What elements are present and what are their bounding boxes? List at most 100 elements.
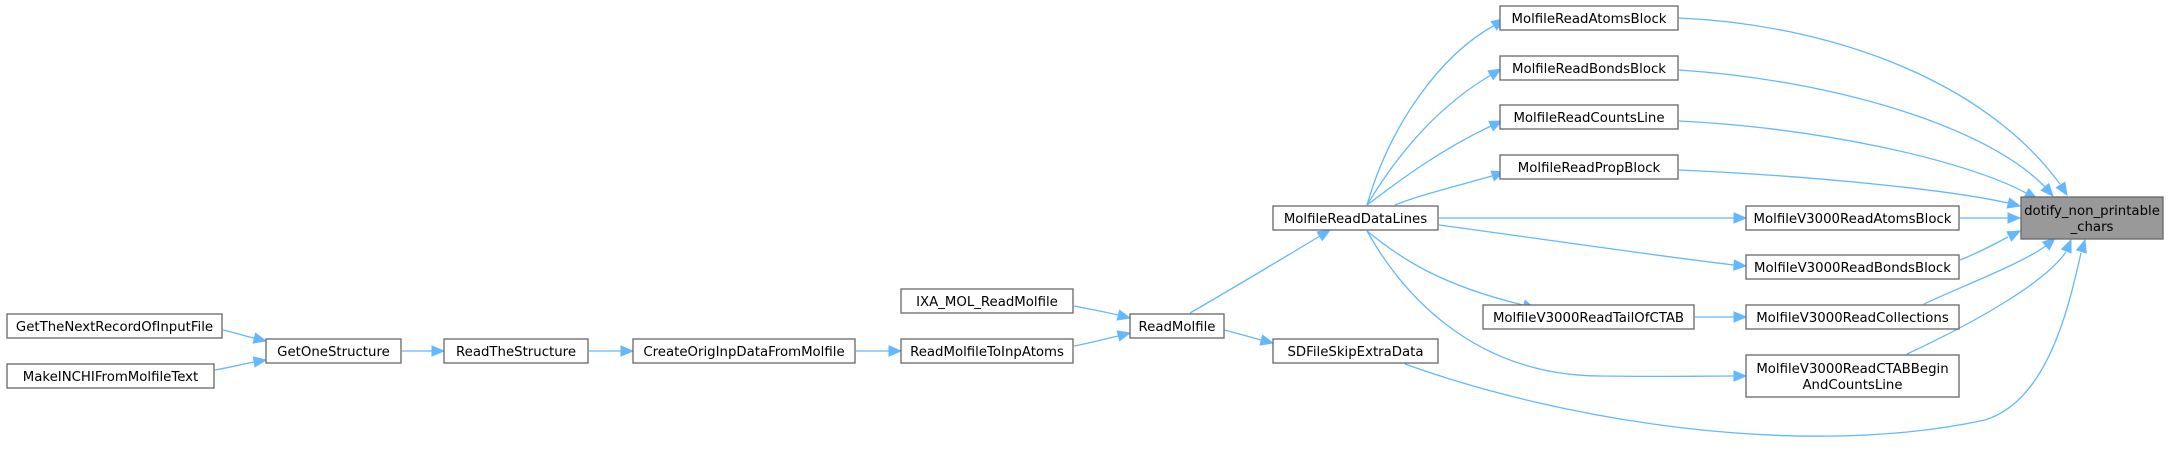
node-sdskip[interactable]: SDFileSkipExtraData: [1272, 338, 1439, 364]
node-ixa[interactable]: IXA_MOL_ReadMolfile: [900, 288, 1074, 314]
node-box: [1745, 205, 1960, 231]
edge-line: [1366, 125, 1492, 206]
node-box: [1129, 313, 1225, 339]
edge-line: [1189, 235, 1321, 314]
arrowhead: [1116, 330, 1132, 342]
arrowhead: [252, 332, 268, 344]
node-counts[interactable]: MolfileReadCountsLine: [1499, 104, 1679, 130]
node-v3coll[interactable]: MolfileV3000ReadCollections: [1745, 304, 1960, 330]
edge-counts-to-dotify: [1678, 120, 2039, 200]
node-getnext[interactable]: GetTheNextRecordOfInputFile: [6, 313, 223, 339]
arrowhead: [2041, 237, 2056, 251]
node-label: MolfileReadPropBlock: [1518, 161, 1661, 176]
node-createorig[interactable]: CreateOrigInpDataFromMolfile: [632, 338, 856, 364]
edge-v3coll-to-dotify: [1923, 237, 2056, 305]
node-label: MolfileReadAtomsBlock: [1511, 12, 1666, 27]
arrowhead: [1487, 68, 1503, 81]
arrowhead: [620, 345, 635, 357]
arrowhead: [2075, 238, 2087, 254]
edge-line: [1366, 230, 1735, 378]
edge-line: [1073, 305, 1119, 316]
edge-bonds-to-dotify: [1678, 69, 2054, 197]
edge-line: [1366, 74, 1492, 206]
node-v3tail[interactable]: MolfileV3000ReadTailOfCTAB: [1482, 304, 1695, 330]
node-label: dotify_non_printable: [2024, 204, 2160, 219]
edge-sdskip-to-dotify: [1404, 238, 2087, 437]
edge-line: [1394, 175, 1493, 206]
node-readstruct[interactable]: ReadTheStructure: [443, 338, 589, 364]
edge-datalines-to-v3atoms: [1439, 212, 1748, 224]
arrowhead: [1733, 311, 1748, 323]
node-box: [2020, 196, 2164, 240]
node-box: [1499, 55, 1679, 81]
node-v3bonds[interactable]: MolfileV3000ReadBondsBlock: [1745, 254, 1960, 280]
arrowhead: [1116, 309, 1132, 321]
node-label: AndCountsLine: [1802, 378, 1902, 393]
node-label: MolfileReadCountsLine: [1513, 111, 1664, 126]
node-box: [265, 338, 402, 364]
node-getone[interactable]: GetOneStructure: [265, 338, 402, 364]
arrowhead: [431, 345, 446, 357]
arrowhead: [888, 345, 903, 357]
edge-v3tail-to-v3coll: [1695, 311, 1748, 323]
node-box: [632, 338, 856, 364]
node-label: ReadMolfileToInpAtoms: [910, 345, 1064, 360]
edge-line: [1404, 252, 2082, 437]
node-box: [1745, 304, 1960, 330]
node-label: MakeINCHIFromMolfileText: [23, 370, 199, 385]
arrowhead: [2060, 238, 2072, 254]
node-label: IXA_MOL_ReadMolfile: [916, 295, 1058, 310]
edge-line: [1923, 244, 2048, 305]
node-toinp[interactable]: ReadMolfileToInpAtoms: [900, 338, 1074, 364]
node-label: GetOneStructure: [277, 345, 390, 360]
node-box: [1499, 5, 1679, 31]
edge-datalines-to-atoms: [1366, 18, 1506, 206]
arrowhead: [1733, 370, 1748, 382]
node-bonds[interactable]: MolfileReadBondsBlock: [1499, 55, 1679, 81]
edge-v3bonds-to-dotify: [1959, 230, 2022, 261]
edge-line: [1678, 69, 2046, 188]
node-box: [1272, 338, 1439, 364]
edge-toinp-to-readmol: [1073, 330, 1132, 347]
node-label: CreateOrigInpDataFromMolfile: [643, 345, 844, 360]
node-v3atoms[interactable]: MolfileV3000ReadAtomsBlock: [1745, 205, 1960, 231]
edge-readmol-to-sdskip: [1223, 329, 1275, 346]
edge-line: [1678, 120, 2027, 194]
arrowhead: [2055, 181, 2068, 197]
edge-datalines-to-v3bonds: [1438, 224, 1748, 271]
edge-getone-to-readstruct: [402, 345, 446, 357]
edge-line: [1223, 329, 1262, 341]
node-box: [900, 338, 1074, 364]
edge-line: [1678, 169, 2009, 204]
edges-layer: [214, 17, 2087, 437]
edge-atoms-to-dotify: [1678, 17, 2068, 197]
node-label: ReadTheStructure: [456, 345, 576, 360]
node-label: MolfileV3000ReadCollections: [1756, 311, 1949, 326]
arrowhead: [2007, 212, 2022, 224]
node-label: MolfileV3000ReadTailOfCTAB: [1493, 311, 1684, 326]
node-label: MolfileReadBondsBlock: [1512, 62, 1666, 77]
edge-line: [1073, 335, 1119, 347]
node-box: [6, 313, 223, 339]
edge-line: [1366, 230, 1524, 306]
edge-line: [1438, 224, 1735, 266]
node-label: MolfileV3000ReadBondsBlock: [1754, 261, 1951, 276]
node-readmol[interactable]: ReadMolfile: [1129, 313, 1225, 339]
node-label: MolfileReadDataLines: [1284, 212, 1427, 227]
node-label: MolfileV3000ReadAtomsBlock: [1754, 212, 1952, 227]
node-label: MolfileV3000ReadCTABBegin: [1756, 362, 1948, 377]
node-label: _chars: [2070, 220, 2114, 235]
node-datalines[interactable]: MolfileReadDataLines: [1272, 205, 1439, 231]
node-box: [900, 288, 1074, 314]
node-dotify: dotify_non_printable_chars: [2020, 196, 2164, 240]
node-box: [1745, 354, 1960, 398]
node-prop[interactable]: MolfileReadPropBlock: [1499, 154, 1679, 180]
node-label: GetTheNextRecordOfInputFile: [16, 320, 213, 335]
arrowhead: [2006, 197, 2022, 209]
node-atoms[interactable]: MolfileReadAtomsBlock: [1499, 5, 1679, 31]
edge-datalines-to-counts: [1366, 120, 1504, 206]
arrowhead: [1733, 259, 1748, 271]
node-makeinchi[interactable]: MakeINCHIFromMolfileText: [6, 363, 215, 389]
